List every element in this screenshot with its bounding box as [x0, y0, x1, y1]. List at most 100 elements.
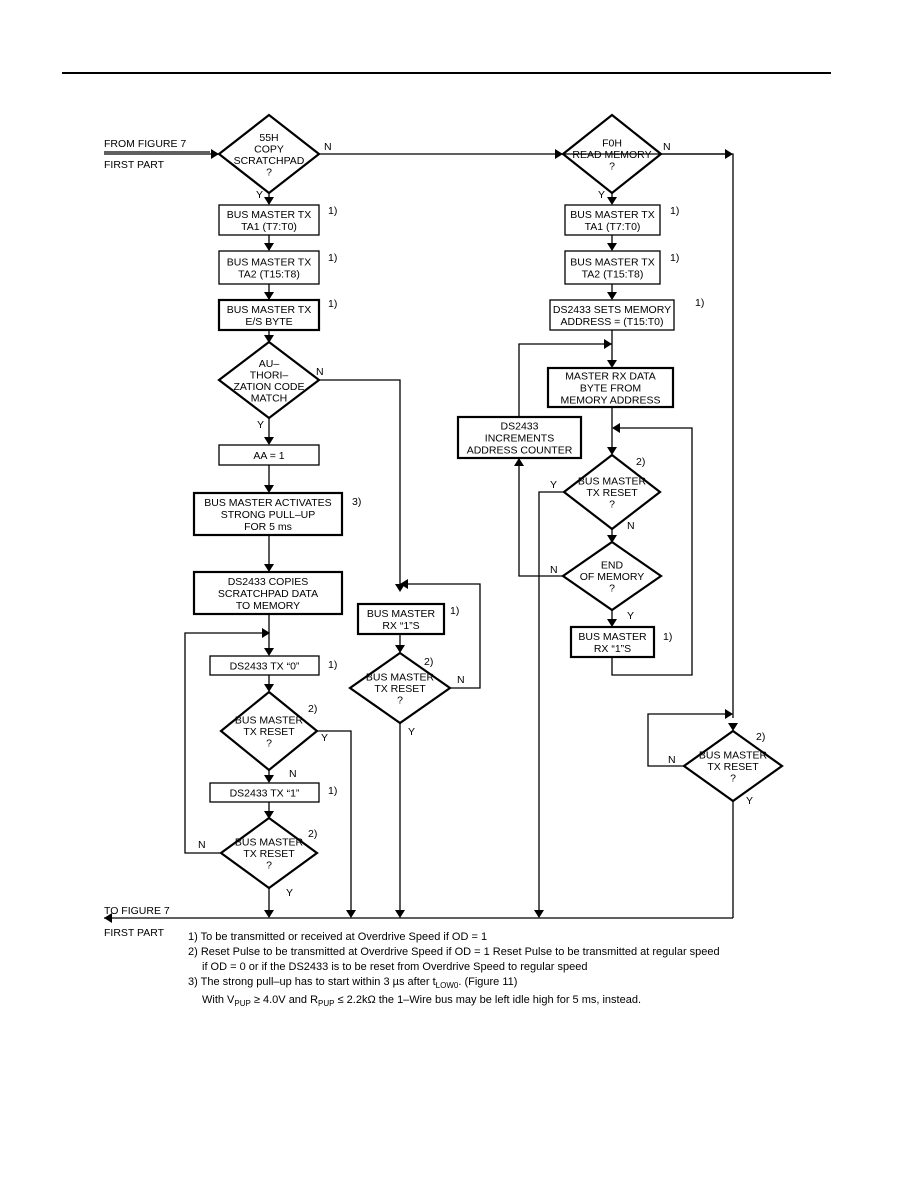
rx-data-box-text-line-0: MASTER RX DATA: [565, 371, 656, 383]
copy-scratchpad-decision-text-line-0: 55H: [259, 132, 278, 144]
right-ta1-note: 1): [670, 205, 679, 217]
right-rx-loop-line: [611, 427, 693, 676]
reset2-decision-text-line-0: BUS MASTER: [235, 837, 304, 849]
note-3b-t2: ≥ 4.0V and R: [250, 994, 319, 1007]
reset1-decision-text-line-1: TX RESET: [243, 726, 295, 738]
reset2-decision-text-line-1: TX RESET: [243, 848, 295, 860]
top-rule: [62, 72, 831, 74]
reset2-yes-arrow: [264, 910, 274, 918]
reset1-no-label: N: [289, 768, 297, 780]
aa-box-text: AA = 1: [253, 450, 284, 462]
right-tx-ta2-box-text-line-0: BUS MASTER TX: [570, 257, 654, 269]
right-rx1s-box-text-line-1: RX “1”S: [594, 643, 631, 655]
copies-box-text-line-1: SCRATCHPAD DATA: [218, 588, 318, 600]
read-no-arrow: [725, 149, 733, 159]
right-tx-ta1-box-text-line-1: TA1 (T7:T0): [585, 221, 641, 233]
right-tx-ta1-box-text-line-0: BUS MASTER TX: [570, 209, 654, 221]
tx0-box-text: DS2433 TX “0”: [230, 661, 300, 673]
note-3-cont: With VPUP ≥ 4.0V and RPUP ≤ 2.2kΩ the 1–…: [188, 993, 828, 1011]
left-rx1s-box-text-line-0: BUS MASTER: [367, 608, 436, 620]
footnotes: 1) To be transmitted or received at Over…: [188, 930, 828, 1011]
right-tx-ta2-box-text-line-1: TA2 (T15:T8): [582, 269, 644, 281]
left-tx-ta2-box-text-line-1: TA2 (T15:T8): [238, 269, 300, 281]
pullup-box-text-line-1: STRONG PULL–UP: [221, 509, 316, 521]
pullup-box-text-line-2: FOR 5 ms: [244, 521, 292, 533]
left-rx1s-note: 1): [450, 605, 459, 617]
far-reset-entry-arrow: [728, 723, 738, 731]
tx0-box: [209, 655, 320, 676]
right-reset-decision-text-line-2: ?: [609, 499, 615, 511]
note-3-tail: . (Figure 11): [458, 976, 518, 988]
l-arrow-5: [264, 564, 274, 572]
l-arrow-1: [264, 243, 274, 251]
auth-yes-arrow: [264, 437, 274, 445]
note-3b-s2: PUP: [318, 999, 335, 1009]
left-tx-ta1-box-text-line-0: BUS MASTER TX: [227, 209, 311, 221]
read-yes-arrow: [607, 197, 617, 205]
right-reset-yes-line: [538, 491, 564, 914]
reset3-no-label: N: [457, 674, 465, 686]
left-tx-ta1-box-text-line-1: TA1 (T7:T0): [241, 221, 297, 233]
from-figure-label: FROM FIGURE 7: [104, 138, 186, 150]
copy-scratchpad-decision-text-line-1: COPY: [254, 143, 284, 155]
right-reset-no-arrow: [607, 535, 617, 543]
reset1-yes-label: Y: [321, 732, 328, 744]
left-tx-ta2-box-text-line-0: BUS MASTER TX: [227, 257, 311, 269]
increments-up-line: [518, 343, 612, 417]
sets-address-note: 1): [695, 297, 704, 309]
rx-loop-line: [400, 583, 481, 689]
left-tx-es-box: [217, 298, 321, 332]
auth-no-line: [319, 379, 401, 584]
copy-scratchpad-decision-text-line-2: SCRATCHPAD: [234, 155, 305, 167]
increments-box-text-line-1: INCREMENTS: [485, 433, 554, 445]
tx1-box-text: DS2433 TX “1”: [230, 788, 300, 800]
authorization-decision-text-line-1: THORI–: [250, 369, 289, 381]
increments-box-text-line-2: ADDRESS COUNTER: [467, 445, 573, 457]
left-rx1s-box-text-line-1: RX “1”S: [382, 620, 419, 632]
reset2-no-label: N: [198, 839, 206, 851]
right-rx1s-note: 1): [663, 631, 672, 643]
pullup-note: 3): [352, 496, 361, 508]
right-reset-decision-text-line-1: TX RESET: [586, 487, 638, 499]
l-arrow-3: [264, 335, 274, 343]
reset3-decision-text-line-0: BUS MASTER: [366, 672, 435, 684]
auth-no-label: N: [316, 366, 324, 378]
left-tx-es-box-text-line-0: BUS MASTER TX: [227, 304, 311, 316]
end-of-memory-decision-text-line-2: ?: [609, 583, 615, 595]
rx-loop-arrow: [400, 579, 408, 589]
tx1-note: 1): [328, 785, 337, 797]
note-1: 1) To be transmitted or received at Over…: [188, 931, 488, 943]
read-entry-arrow: [555, 149, 563, 159]
end-no-arrow: [514, 458, 524, 466]
left-rx1s-box: [356, 602, 446, 636]
note-3b-t1: With V: [202, 994, 235, 1007]
left-tx-es-box-text-line-1: E/S BYTE: [245, 316, 292, 328]
auth-no-arrow: [395, 584, 405, 592]
rx-data-box-text-line-1: BYTE FROM: [580, 383, 641, 395]
copy-yes-arrow: [264, 197, 274, 205]
right-rx1s-box: [569, 625, 656, 659]
reset3-decision-text-line-1: TX RESET: [374, 683, 426, 695]
far-reset-decision-text-line-2: ?: [730, 773, 736, 785]
note-2: 2) Reset Pulse to be transmitted at Over…: [188, 946, 720, 958]
reset3-note: 2): [424, 656, 433, 668]
left-ta1-note: 1): [328, 205, 337, 217]
reset2-no-line: [184, 632, 262, 854]
increments-up-arrow: [604, 339, 612, 349]
r-arrow-4: [607, 447, 617, 455]
reset2-note: 2): [308, 828, 317, 840]
reset2-yes-label: Y: [286, 887, 293, 899]
left-tx-ta1-box: [218, 204, 320, 236]
pullup-box-text-line-0: BUS MASTER ACTIVATES: [204, 497, 331, 509]
far-reset-no-label: N: [668, 754, 676, 766]
right-reset-yes-arrow: [534, 910, 544, 918]
right-rx-loop-arrow: [612, 423, 620, 433]
reset1-decision-text-line-0: BUS MASTER: [235, 715, 304, 727]
l-arrow-4: [264, 485, 274, 493]
far-reset-yes-label: Y: [746, 795, 753, 807]
note-3b-t3: ≤ 2.2kΩ the 1–Wire bus may be left idle …: [334, 994, 642, 1007]
authorization-decision-text-line-2: ZATION CODE: [234, 381, 305, 393]
right-ta2-note: 1): [670, 252, 679, 264]
sets-address-box-text-line-1: ADDRESS = (T15:T0): [561, 316, 664, 328]
